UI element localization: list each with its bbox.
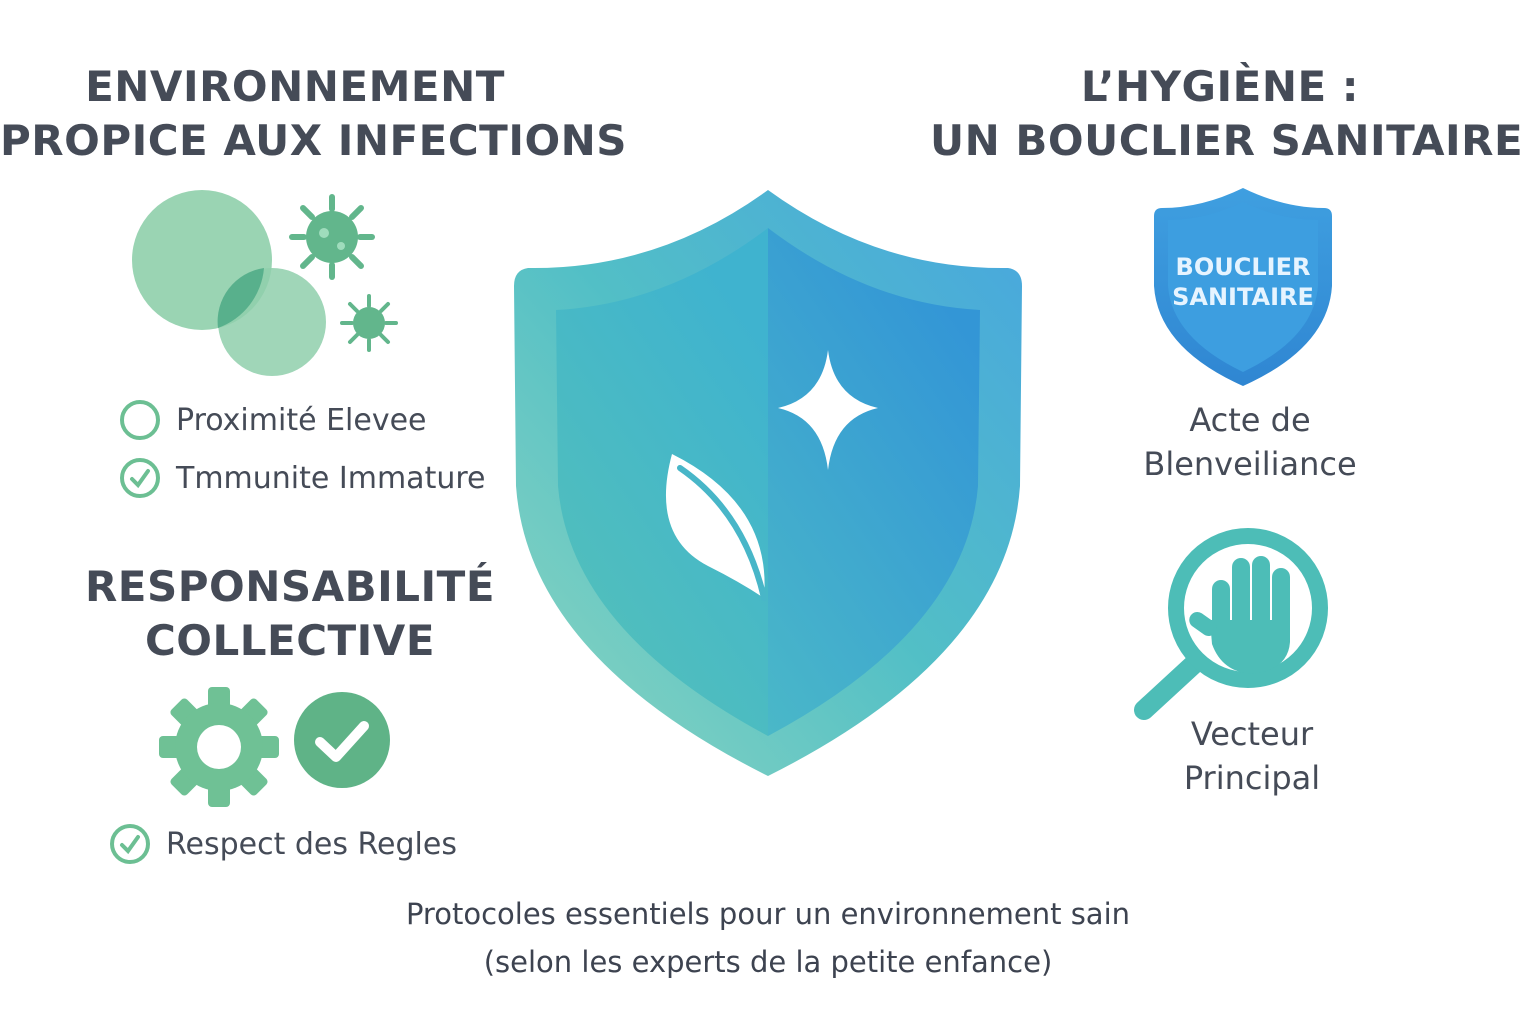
- list-item-label: Respect des Regles: [166, 826, 457, 862]
- benevolence-caption-line1: Acte de: [1189, 401, 1311, 439]
- benevolence-caption-line2: Blenveiliance: [1143, 445, 1357, 483]
- list-item-label: Proximité Elevee: [176, 402, 427, 438]
- infection-heading-line1: ENVIRONNEMENT: [85, 62, 505, 111]
- hygiene-heading-line1: L’HYGIÈNE :: [1080, 62, 1360, 111]
- shield-badge-icon: [1154, 188, 1332, 386]
- list-item-rules: Respect des Regles: [108, 822, 457, 866]
- shield-badge: BOUCLIER SANITAIRE: [1152, 186, 1334, 390]
- virus-icon: [289, 194, 375, 280]
- vector-caption-line2: Principal: [1183, 759, 1321, 797]
- vector-caption: Vecteur Principal: [1102, 712, 1402, 800]
- overlapping-circles-icon: [132, 190, 326, 376]
- check-circle-outline-icon: [120, 458, 160, 498]
- virus-icon-small: [340, 294, 398, 352]
- hand-magnifier-icon: [1134, 528, 1328, 720]
- footer-line1: Protocoles essentiels pour un environnem…: [405, 897, 1131, 931]
- check-circle-outline-icon: [110, 824, 150, 864]
- hygiene-heading-line2: UN BOUCLIER SANITAIRE: [930, 116, 1524, 165]
- circle-outline-icon: [120, 400, 160, 440]
- list-item-proximity: Proximité Elevee: [118, 398, 427, 442]
- infection-heading-line2: PROPICE AUX INFECTIONS: [0, 116, 628, 165]
- footer-caption: Protocoles essentiels pour un environnem…: [0, 890, 1536, 986]
- list-item-label: Tmmunite Immature: [176, 460, 486, 496]
- footer-line2: (selon les experts de la petite enfance): [483, 945, 1053, 979]
- list-item-immunity: Tmmunite Immature: [118, 456, 485, 500]
- responsibility-heading-line2: COLLECTIVE: [144, 616, 436, 665]
- responsibility-heading-line1: RESPONSABILITÉ: [84, 562, 496, 611]
- benevolence-caption: Acte de Blenveiliance: [1100, 398, 1400, 486]
- infection-heading: ENVIRONNEMENT PROPICE AUX INFECTIONS: [0, 60, 628, 168]
- hygiene-heading: L’HYGIÈNE : UN BOUCLIER SANITAIRE: [930, 60, 1524, 168]
- responsibility-heading: RESPONSABILITÉ COLLECTIVE: [0, 560, 580, 668]
- shield-badge-line2: SANITAIRE: [1172, 283, 1314, 311]
- shield-badge-line1: BOUCLIER: [1175, 253, 1311, 281]
- check-circle-icon: [294, 692, 390, 788]
- shield-badge-text: BOUCLIER SANITAIRE: [1152, 252, 1334, 312]
- vector-caption-line1: Vecteur: [1190, 715, 1314, 753]
- gear-icon: [159, 687, 279, 807]
- shield-leaf-sparkle-icon: [514, 190, 1022, 776]
